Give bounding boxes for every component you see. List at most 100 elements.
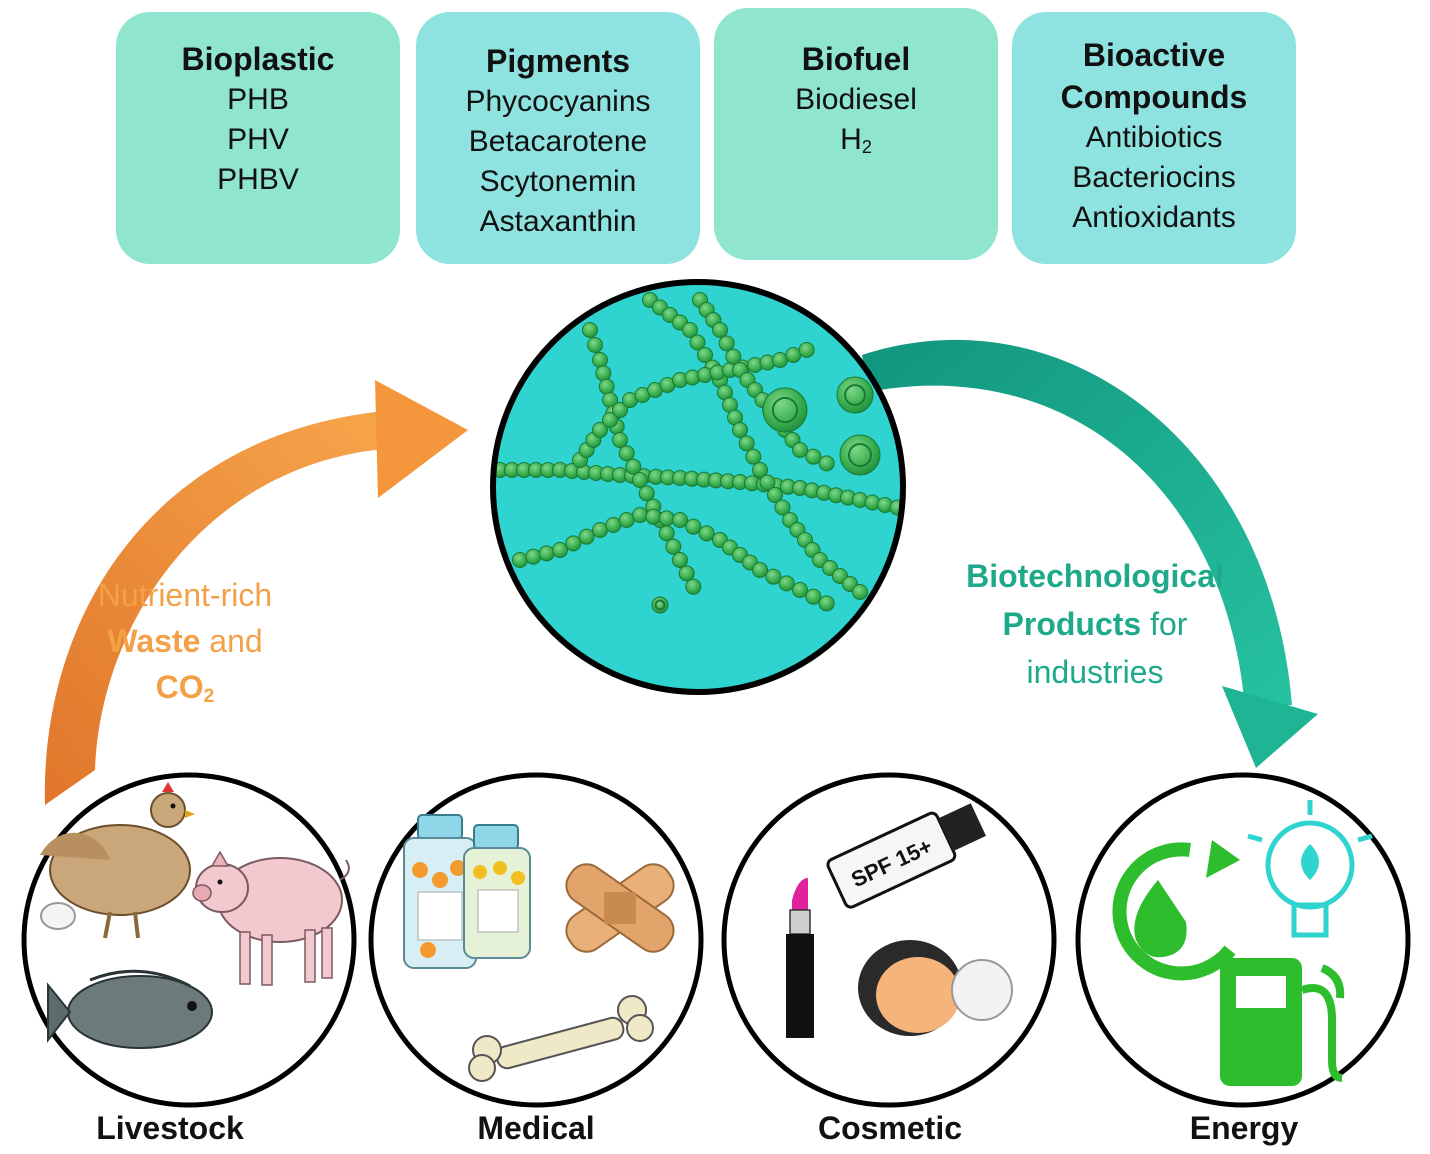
cyanobacteria-cell [778, 575, 795, 592]
box-title: Bioactive [1082, 37, 1226, 73]
box-item-h2: H2 [840, 123, 872, 157]
cyanobacteria-cell [598, 378, 615, 395]
bone-icon [468, 995, 654, 1082]
box-title: Bioplastic [181, 41, 335, 77]
orange-arrow [44, 380, 468, 805]
cyanobacteria-cell [839, 434, 881, 476]
cyanobacteria-cell [682, 322, 698, 338]
cyanobacteria-cell [685, 518, 702, 535]
cyanobacteria-cell [698, 525, 715, 542]
box-item: PHB [227, 83, 289, 116]
box-biofuel: Biofuel Biodiesel H2 [714, 8, 998, 260]
heterocyst-ring [844, 384, 866, 406]
cyanobacteria-cell [752, 462, 768, 478]
cyanobacteria-cell [632, 507, 648, 523]
lightbulb-icon [1247, 800, 1373, 938]
cyanobacteria-cell [774, 499, 791, 516]
cyanobacteria-cell [785, 347, 802, 363]
cyanobacteria-cell [525, 548, 542, 565]
cyanobacteria-cell [672, 512, 688, 528]
cyanobacteria-cell [689, 334, 706, 351]
compact-powder-icon [858, 940, 1013, 1036]
cyanobacteria-cell [595, 365, 612, 382]
cyanobacteria-cell [582, 322, 598, 338]
chicken-icon [40, 782, 195, 939]
cyanobacteria-cell [512, 552, 528, 568]
cyanobacteria-cell [805, 448, 822, 465]
box-item: Antibiotics [1085, 121, 1223, 154]
heterocyst-ring [848, 443, 872, 467]
cyanobacteria-cell [605, 517, 622, 533]
fish-icon [47, 969, 213, 1049]
box-item: Betacarotene [468, 125, 648, 158]
recycle-drop-icon [1112, 840, 1240, 981]
box-pigments: Pigments Phycocyanins Betacarotene Scyto… [416, 12, 700, 264]
cyanobacteria-cell [638, 485, 655, 502]
teal-arrow [862, 339, 1318, 768]
cyanobacteria-cell [745, 448, 762, 465]
box-title: Pigments [485, 43, 631, 79]
cyanobacteria-cell [625, 458, 642, 475]
box-bioactive-compounds: Bioactive Compounds Antibiotics Bacterio… [1012, 12, 1296, 264]
category-label-livestock: Livestock [96, 1110, 244, 1146]
cyanobacteria-cell [578, 528, 595, 545]
cyanobacteria-cell [765, 568, 782, 585]
bandage-icon [565, 863, 675, 953]
box-title: Compounds [1060, 79, 1248, 115]
fuel-pump-icon [1220, 958, 1345, 1086]
box-title: Biofuel [801, 41, 911, 77]
cyanobacteria-cell [805, 588, 822, 605]
box-item: PHV [227, 123, 289, 156]
cyanobacteria-cell [732, 422, 748, 438]
waste-label: Nutrient-rich Waste and CO2 [97, 577, 273, 707]
pill-bottle-icon [403, 814, 477, 969]
cyanobacteria-cell [612, 432, 628, 448]
cyanobacteria-cell [767, 487, 783, 503]
lipstick-icon [786, 878, 814, 1038]
cyanobacteria-micrograph [490, 279, 906, 695]
cyanobacteria-cell [658, 525, 675, 542]
cyanobacteria-cell [718, 335, 735, 352]
cyanobacteria-cell [836, 376, 874, 414]
cyanobacteria-cell [665, 538, 682, 555]
cyanobacteria-cell [818, 455, 835, 472]
cyanobacteria-cell [538, 545, 555, 562]
box-bioplastic: Bioplastic PHB PHV PHBV [116, 12, 400, 264]
cyanobacteria-cell [798, 342, 815, 358]
category-label-cosmetic: Cosmetic [817, 1110, 963, 1146]
cyanobacteria-cell [552, 542, 568, 558]
cyanobacteria-cell [852, 584, 868, 600]
cyanobacteria-cell [672, 552, 688, 568]
cyanobacteria-cell [759, 474, 776, 491]
cyanobacteria-cell [697, 347, 713, 363]
egg-icon [40, 902, 76, 930]
box-item: Astaxanthin [479, 205, 637, 238]
cyanobacteria-cell [645, 508, 662, 525]
cyanobacteria-cell [725, 348, 742, 365]
pig-icon [192, 850, 350, 986]
cyanobacteria-cell [651, 596, 669, 614]
cyanobacteria-cell [712, 322, 728, 338]
box-item: Bacteriocins [1072, 161, 1236, 194]
cyanobacteria-cell [658, 510, 675, 527]
category-label-medical: Medical [477, 1110, 595, 1146]
cyanobacteria-cell [565, 535, 582, 552]
cyanobacteria-cell [792, 442, 808, 458]
cyanobacteria-cell [792, 582, 808, 598]
cyanobacteria-cell [587, 337, 603, 353]
box-item: Antioxidants [1072, 201, 1236, 234]
products-label: Biotechnological Products for industries [966, 558, 1224, 690]
box-item: Phycocyanins [465, 85, 651, 118]
cyanobacteria-cell [738, 435, 755, 452]
cyanobacteria-cell [762, 387, 808, 433]
cyanobacteria-cell [602, 412, 618, 428]
cyanobacteria-cell [678, 565, 695, 582]
cyanobacteria-cell [612, 402, 628, 418]
heterocyst-ring [654, 599, 666, 611]
cyanobacteria-cell [772, 352, 788, 368]
box-item: Scytonemin [479, 165, 637, 198]
cyanobacteria-cell [592, 522, 608, 538]
box-item: Biodiesel [795, 83, 917, 116]
pill-bottle-icon [463, 824, 531, 959]
